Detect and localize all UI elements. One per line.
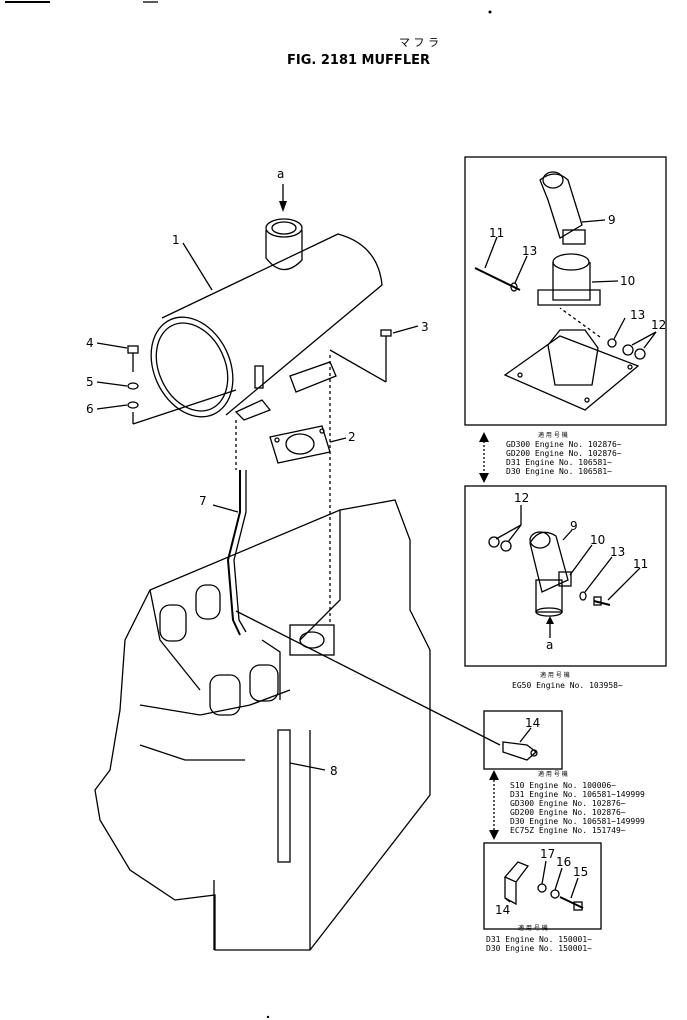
view-a-label: a (277, 167, 284, 181)
callout-11-inset2: 11 (633, 557, 648, 571)
applicability-3-row: D31 Engine No. 106581~149999 (510, 790, 645, 799)
applicability-2-heading: 適 用 号 機 (540, 671, 570, 679)
inset-1-frame (464, 156, 667, 426)
hose-8 (261, 639, 326, 863)
callout-10-inset1: 10 (620, 274, 635, 288)
stray-dot (488, 10, 492, 14)
engine-block (94, 355, 501, 951)
gasket (269, 425, 347, 464)
callout-11-inset1: 11 (489, 226, 504, 240)
callout-15: 15 (573, 865, 588, 879)
applicability-1-heading: 適 用 号 機 (538, 431, 568, 439)
applicability-3-rows: S10 Engine No. 100006~ D31 Engine No. 10… (510, 781, 645, 835)
applicability-3-row: S10 Engine No. 100006~ (510, 781, 616, 790)
callout-5: 5 (86, 375, 94, 389)
applicability-3-row: EC75Z Engine No. 151749~ (510, 826, 626, 835)
inset-4-frame (483, 842, 602, 930)
applicability-4-row: D30 Engine No. 150001~ (486, 944, 592, 953)
applicability-3-row: D30 Engine No. 106581~149999 (510, 817, 645, 826)
inset-3-frame (483, 710, 563, 770)
applicability-4-heading: 適 用 号 機 (518, 924, 548, 932)
callout-14-inset3: 14 (525, 716, 540, 730)
callout-12-inset1: 12 (651, 318, 666, 332)
applicability-3-row: GD300 Engine No. 102876~ (510, 799, 626, 808)
page-title: FIG. 2181 MUFFLER (287, 53, 430, 68)
callout-9-inset1: 9 (608, 213, 616, 227)
applicability-1-row: D31 Engine No. 106581~ (506, 458, 612, 467)
callout-13-inset2: 13 (610, 545, 625, 559)
bolt-4-washers (96, 342, 237, 425)
applicability-1-rows: GD300 Engine No. 102876~ GD200 Engine No… (506, 440, 622, 476)
callout-13b-inset1: 13 (630, 308, 645, 322)
callout-1: 1 (172, 233, 180, 247)
applicability-3-row: GD200 Engine No. 102876~ (510, 808, 626, 817)
callout-8: 8 (330, 764, 338, 778)
bolt-3 (329, 325, 419, 383)
callout-17: 17 (540, 847, 555, 861)
applicability-4-row: D31 Engine No. 150001~ (486, 935, 592, 944)
tube-7 (212, 420, 247, 636)
inset-2-frame (464, 485, 667, 667)
leader-1 (182, 242, 213, 291)
muffler-body: a (150, 167, 383, 421)
callout-4: 4 (86, 336, 94, 350)
callout-2: 2 (348, 430, 356, 444)
callout-12-inset2: 12 (514, 491, 529, 505)
applicability-2-row: EG50 Engine No. 103958~ (512, 681, 623, 690)
callout-9-inset2: 9 (570, 519, 578, 533)
applicability-1-row: GD300 Engine No. 102876~ (506, 440, 622, 449)
title-japanese: マ フ ラ (399, 36, 439, 49)
applicability-1-row: GD200 Engine No. 102876~ (506, 449, 622, 458)
callout-14-inset4: 14 (495, 903, 510, 917)
double-arrow-2 (489, 770, 499, 840)
callout-7: 7 (199, 494, 207, 508)
callout-13a-inset1: 13 (522, 244, 537, 258)
applicability-3-heading: 適 用 号 機 (538, 770, 568, 778)
callout-10-inset2: 10 (590, 533, 605, 547)
stray-dot-bottom (266, 1015, 270, 1019)
callout-16: 16 (556, 855, 571, 869)
view-a-inset-label: a (546, 638, 553, 652)
callout-3: 3 (421, 320, 429, 334)
applicability-1-row: D30 Engine No. 106581~ (506, 467, 612, 476)
callout-6: 6 (86, 402, 94, 416)
double-arrow-1 (479, 432, 489, 483)
